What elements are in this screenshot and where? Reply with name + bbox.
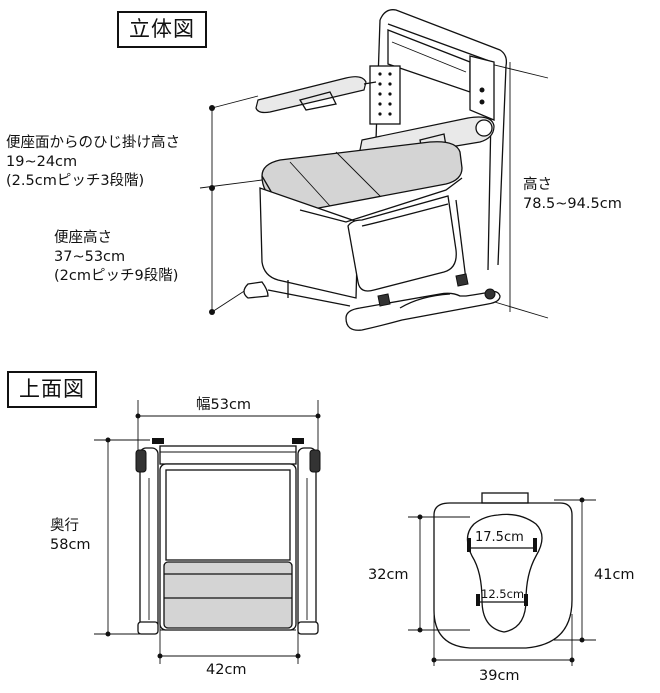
armrest-height-label: 便座面からのひじ掛け高さ 19~24cm (2.5cmピッチ3段階) xyxy=(6,135,180,189)
commode-chair-top-view xyxy=(135,438,321,635)
seat-height-label: 便座高さ 37~53cm (2cmピッチ9段階) xyxy=(54,230,179,284)
opening-inner-width-label: 12.5cm xyxy=(481,587,525,601)
inner-depth-label: 32cm xyxy=(368,567,409,583)
outer-depth-label: 41cm xyxy=(594,567,635,583)
perspective-view-title: 立体図 xyxy=(117,11,207,48)
total-height-label: 高さ 78.5~94.5cm xyxy=(523,177,622,212)
width-label: 幅53cm xyxy=(196,397,252,413)
depth-label: 奥行 58cm xyxy=(50,518,91,553)
width-dimension xyxy=(135,400,321,456)
seat-width-label: 39cm xyxy=(479,668,520,684)
inner-width-label: 42cm xyxy=(206,662,247,678)
top-view-title: 上面図 xyxy=(7,371,97,408)
perspective-drawing xyxy=(199,9,549,331)
commode-chair-perspective xyxy=(243,9,508,331)
armrest-height-dimension xyxy=(199,95,263,191)
toilet-seat-top-view xyxy=(408,492,596,666)
opening-width-label: 17.5cm xyxy=(475,530,524,545)
